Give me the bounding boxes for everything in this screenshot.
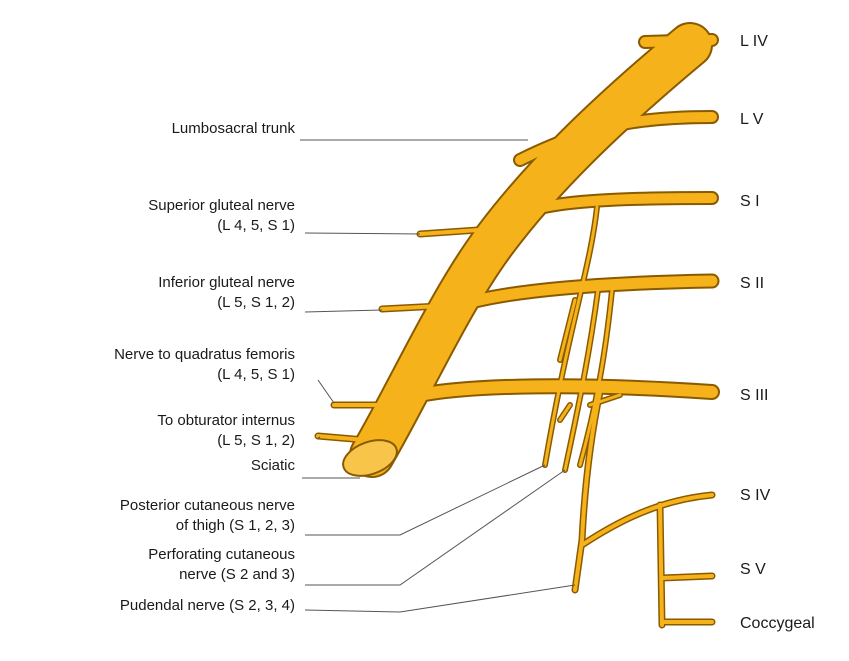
- nerve-fills: [318, 40, 712, 625]
- label-lumbosacral-trunk: Lumbosacral trunk: [172, 120, 296, 137]
- label-quadratus-femoris-line2: (L 4, 5, S 1): [217, 366, 295, 383]
- label-posterior-cutaneous-line2: of thigh (S 1, 2, 3): [176, 517, 295, 534]
- label-pudendal: Pudendal nerve (S 2, 3, 4): [120, 597, 295, 614]
- label-posterior-cutaneous-line1: Posterior cutaneous nerve: [120, 497, 295, 514]
- label-obturator-internus-line1: To obturator internus: [157, 412, 295, 429]
- label-quadratus-femoris-line1: Nerve to quadratus femoris: [114, 346, 295, 363]
- nerve-labels: Lumbosacral trunk Superior gluteal nerve…: [114, 120, 295, 614]
- segment-coccygeal: Coccygeal: [740, 615, 815, 632]
- segment-s3: S III: [740, 387, 768, 404]
- segment-s4: S IV: [740, 487, 771, 504]
- label-perforating-cutaneous-line2: nerve (S 2 and 3): [179, 566, 295, 583]
- label-obturator-internus-line2: (L 5, S 1, 2): [217, 432, 295, 449]
- label-superior-gluteal-line1: Superior gluteal nerve: [148, 197, 295, 214]
- segment-labels: L IV L V S I S II S III S IV S V Coccyge…: [740, 33, 815, 632]
- segment-l4: L IV: [740, 33, 768, 50]
- label-superior-gluteal-line2: (L 4, 5, S 1): [217, 217, 295, 234]
- segment-s1: S I: [740, 193, 760, 210]
- segment-s5: S V: [740, 561, 766, 578]
- nerve-outlines: [318, 40, 712, 625]
- label-inferior-gluteal-line1: Inferior gluteal nerve: [158, 274, 295, 291]
- segment-l5: L V: [740, 111, 764, 128]
- label-inferior-gluteal-line2: (L 5, S 1, 2): [217, 294, 295, 311]
- label-sciatic: Sciatic: [251, 457, 296, 474]
- label-perforating-cutaneous-line1: Perforating cutaneous: [148, 546, 295, 563]
- segment-s2: S II: [740, 275, 764, 292]
